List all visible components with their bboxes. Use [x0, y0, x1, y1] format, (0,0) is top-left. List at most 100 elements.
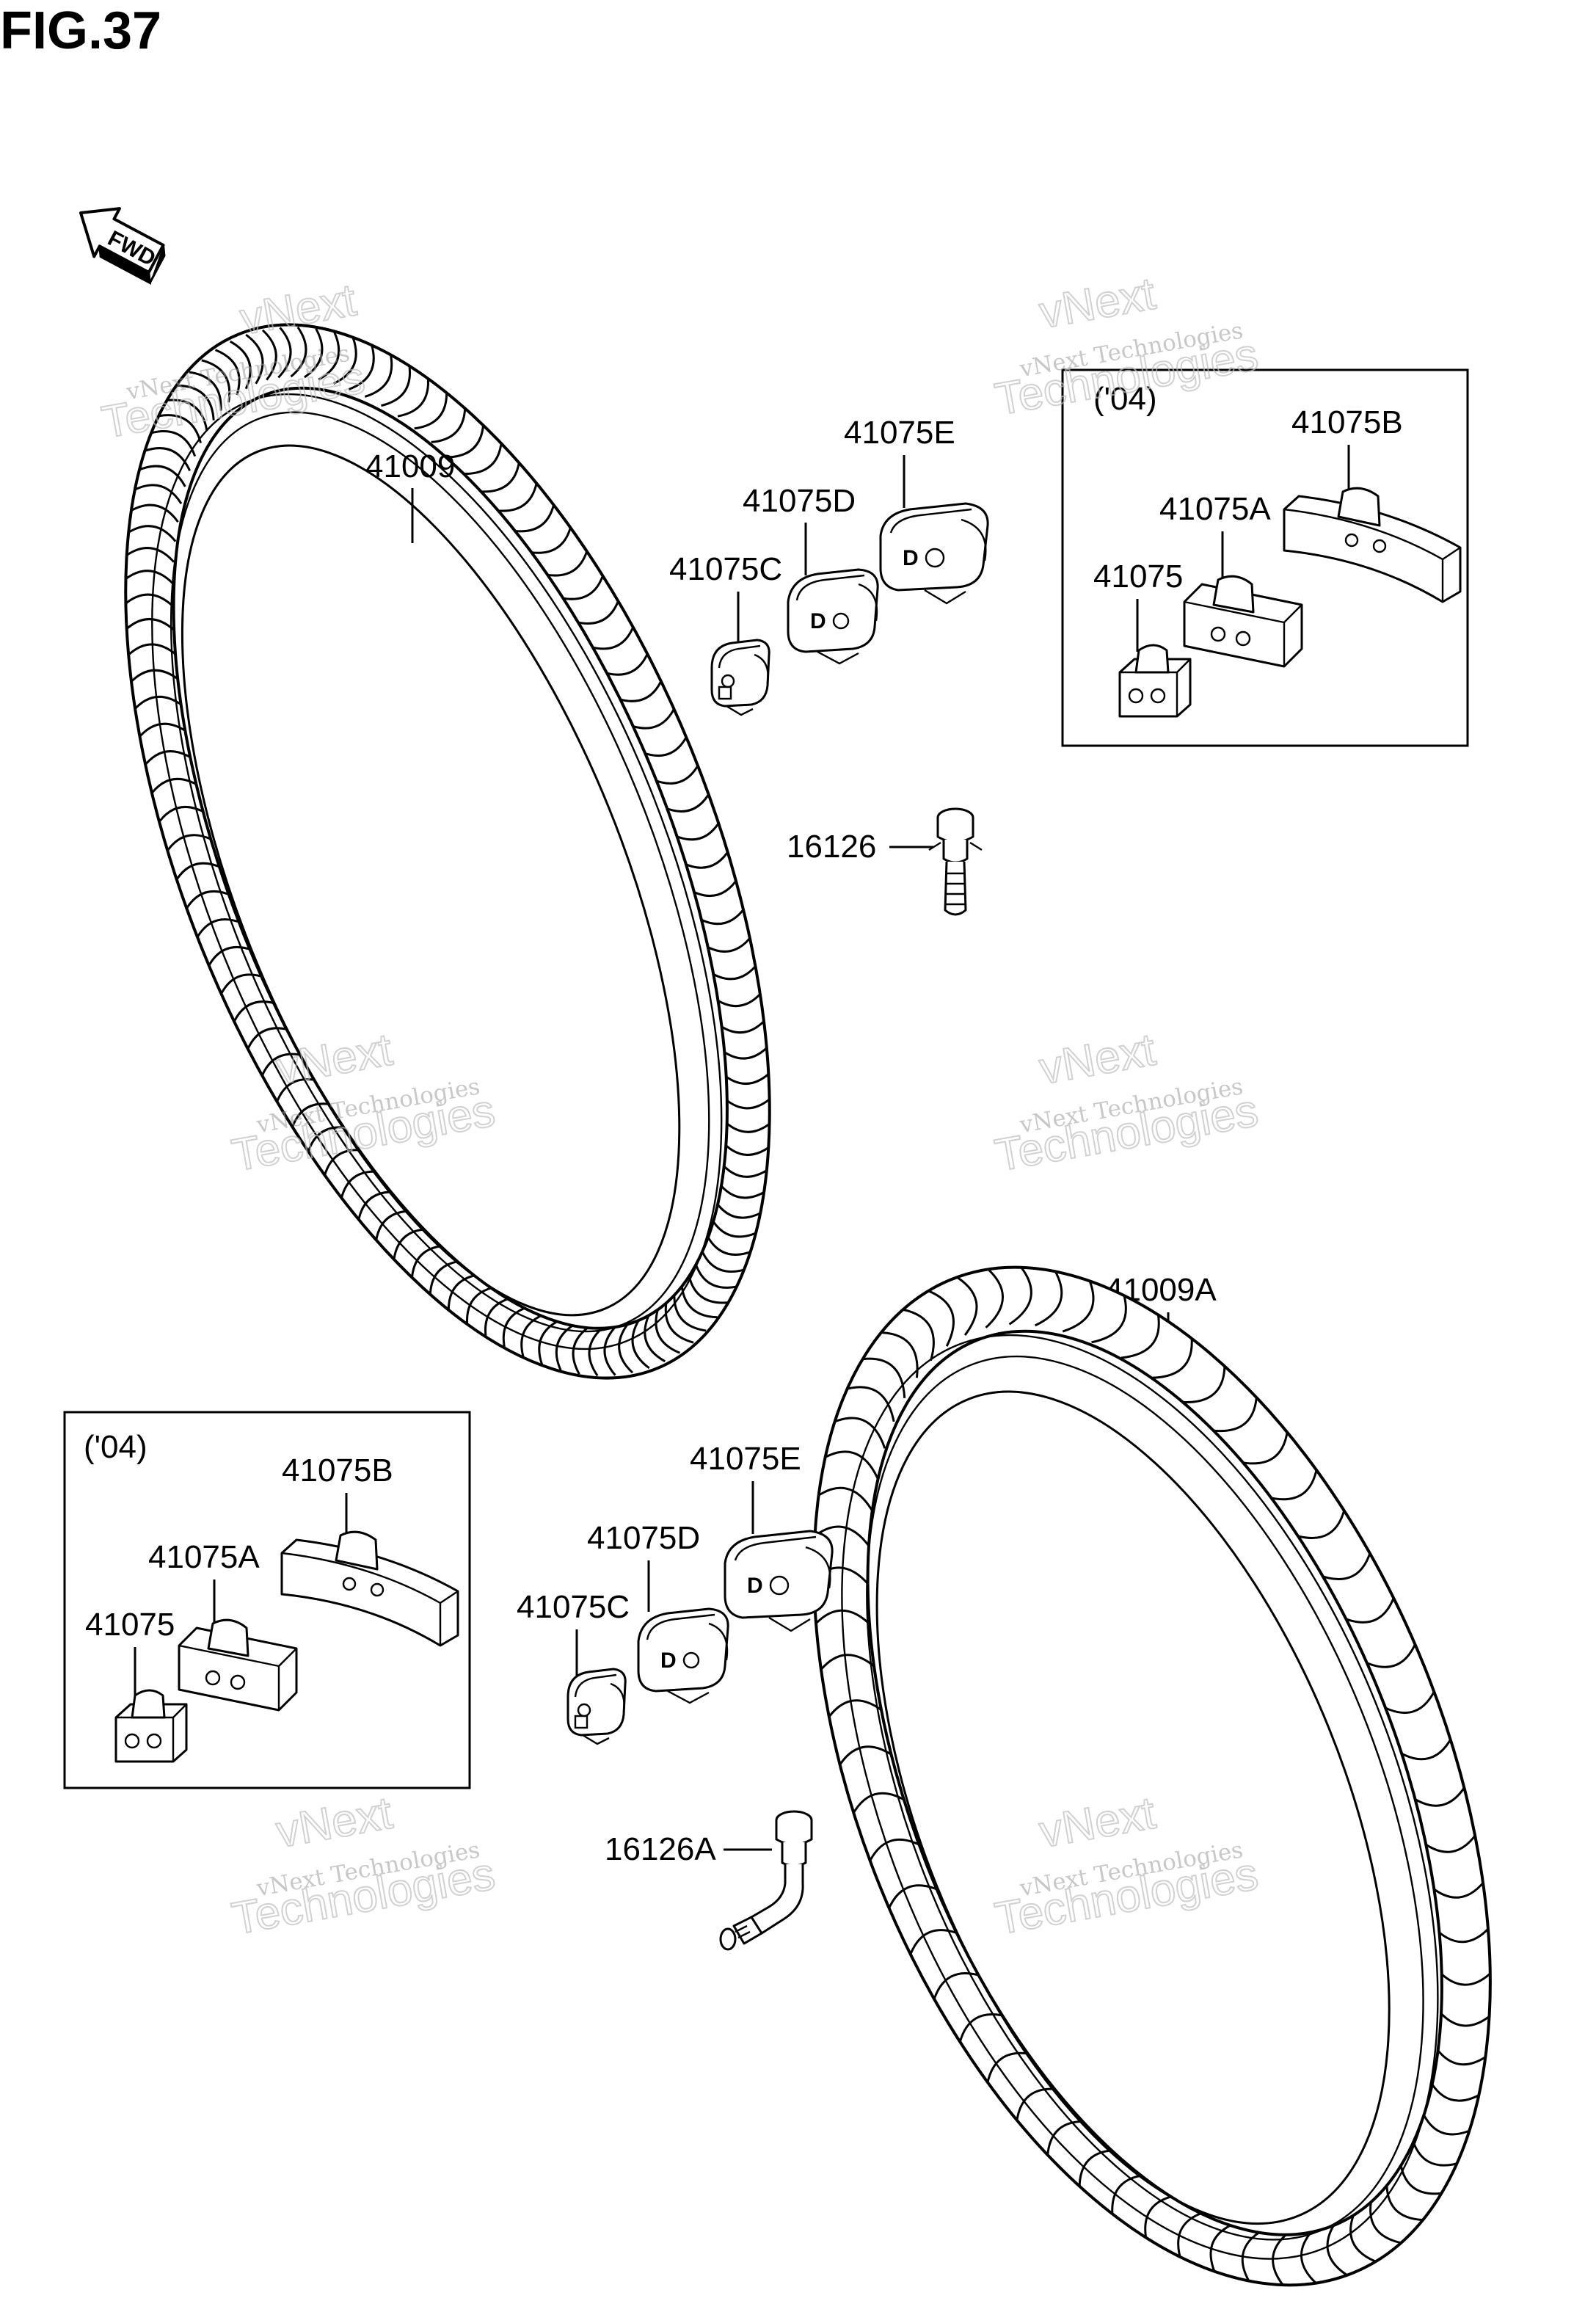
tread-groove [604, 650, 650, 676]
front-weight-41075e: 41075E [844, 415, 989, 605]
rear-weight-41075c: 41075C [517, 1589, 630, 1745]
tread-groove [1239, 1424, 1289, 1465]
tread-groove [158, 414, 202, 443]
rear-box-wb-label: 41075B [282, 1453, 393, 1488]
angled-valve-icon [719, 1810, 813, 1951]
tread-groove [397, 376, 430, 418]
tread-groove [514, 501, 556, 533]
tread-groove [218, 973, 266, 998]
tread-groove [555, 1322, 577, 1372]
tread-groove [1292, 1502, 1347, 1539]
tread-groove [245, 1027, 291, 1053]
tread-groove [178, 384, 215, 421]
tread-groove [122, 570, 174, 585]
tread-groove [1378, 1684, 1439, 1715]
tread-groove [128, 504, 179, 523]
tread-groove [123, 547, 175, 563]
watermark-mid-right: vNext vNext Technologies Technologies [991, 1024, 1262, 1182]
svg-text:vNext: vNext [272, 1025, 396, 1094]
tread-groove [689, 877, 740, 897]
tread-groove [274, 1078, 320, 1106]
tread-groove [696, 906, 747, 926]
tread-groove [245, 333, 264, 385]
tread-groove [318, 331, 340, 381]
tread-groove [164, 834, 214, 855]
tread-groove [618, 1322, 634, 1374]
tread-groove [259, 1053, 305, 1080]
tread-groove [231, 1000, 279, 1026]
rear-weight-41075d: 41075D [587, 1520, 729, 1704]
tread-groove [194, 918, 243, 942]
tread-groove [664, 1300, 694, 1344]
tread-groove [575, 597, 621, 625]
front-weight-c-label: 41075C [669, 551, 782, 587]
rear-weight-d-label: 41075D [587, 1520, 700, 1556]
tread-groove [431, 405, 467, 443]
tread-groove [673, 1292, 707, 1332]
tread-groove [1210, 1389, 1258, 1433]
tread-groove [856, 1357, 906, 1398]
tread-groove [322, 1149, 365, 1179]
tread-groove [122, 593, 174, 608]
tread-groove [136, 722, 187, 741]
tread-groove [481, 459, 521, 493]
tread-groove [809, 1609, 873, 1631]
tread-groove [588, 1325, 605, 1377]
tread-groove [357, 1190, 398, 1224]
tread-groove [1062, 1274, 1095, 1333]
tread-groove [150, 429, 197, 457]
tread-groove [173, 862, 223, 884]
tread-groove [702, 934, 754, 953]
rear-valve-label: 16126A [605, 1831, 716, 1867]
tread-groove [655, 1307, 681, 1354]
tread-groove [644, 1313, 666, 1363]
tread-groove [414, 390, 448, 430]
tread-groove [1121, 1306, 1160, 1359]
tread-groove [834, 1745, 897, 1773]
tread-groove [827, 1417, 886, 1449]
tread-groove [693, 1259, 737, 1289]
fwd-arrow-icon: FWD [79, 207, 166, 286]
rear-box-w0-label: 41075 [85, 1607, 175, 1643]
front-weight-41075c: 41075C [669, 551, 782, 716]
tread-groove [815, 1654, 878, 1677]
tread-groove [1360, 1636, 1419, 1668]
tread-groove [561, 571, 605, 600]
tread-groove [1091, 1288, 1127, 1344]
tread-groove [885, 1884, 944, 1916]
tread-groove [839, 1386, 895, 1422]
tread-groove [148, 777, 199, 797]
tread-groove [930, 1971, 987, 2007]
tread-groove [304, 328, 324, 379]
tread-groove [290, 326, 307, 378]
watermark-bottom-right: vNext vNext Technologies Technologies [991, 1787, 1262, 1946]
tread-groove [530, 523, 573, 554]
tread-groove [721, 1095, 773, 1110]
tread-groove [641, 733, 690, 757]
tread-groove [811, 1486, 874, 1513]
rear-valve-16126a: 16126A [605, 1810, 813, 1951]
front-tire [122, 323, 773, 1380]
tread-groove [823, 1699, 886, 1724]
tread-groove [520, 1312, 547, 1359]
tread-groove [1267, 1461, 1319, 1501]
figure-title: FIG.37 [0, 1, 161, 60]
tread-groove [142, 750, 193, 768]
tread-groove [572, 1324, 591, 1375]
front-box-year: ('04) [1093, 381, 1157, 417]
tread-groove [290, 1102, 335, 1132]
front-weight-d-label: 41075D [743, 483, 856, 519]
tread-groove [306, 1126, 350, 1156]
tread-groove [663, 790, 712, 813]
tread-groove [709, 1215, 758, 1238]
tread-groove [332, 337, 357, 385]
tread-groove [538, 1318, 563, 1366]
tread-groove [865, 1838, 926, 1869]
tread-groove [952, 1273, 978, 1336]
tread-groove [923, 1287, 955, 1347]
tread-groove [381, 364, 411, 407]
tread-groove [229, 340, 252, 390]
tread-groove [349, 344, 375, 390]
tread-groove [498, 479, 539, 512]
tread-groove [875, 1331, 919, 1378]
